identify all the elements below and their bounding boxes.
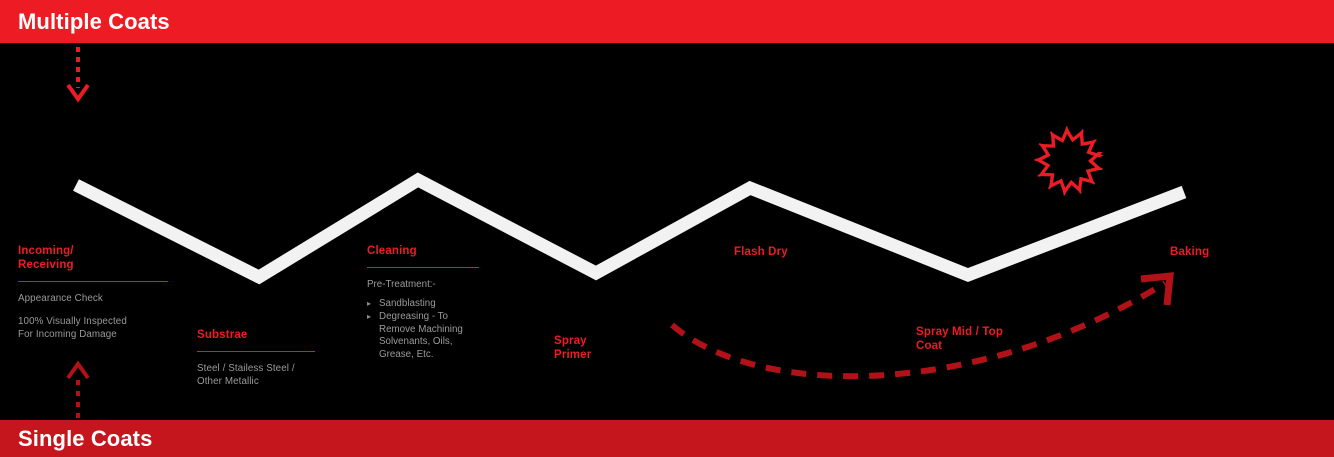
circular-arrow-loop-icon	[1033, 125, 1104, 196]
stage-substrate: Substrae Steel / Stailess Steel / Other …	[197, 328, 315, 388]
stage-incoming-receiving: Incoming/ Receiving Appearance Check 100…	[18, 244, 168, 341]
stage-flash-dry-title: Flash Dry	[734, 246, 788, 258]
stage-flash-dry: Flash Dry	[734, 245, 844, 259]
stage-baking-title: Baking	[1170, 246, 1210, 258]
stage-incoming-receiving-body-2: 100% Visually Inspected For Incoming Dam…	[18, 316, 127, 340]
list-item: Sandblasting	[367, 298, 479, 311]
stage-incoming-receiving-title: Incoming/ Receiving	[18, 245, 74, 271]
stage-spray-primer: Spray Primer	[554, 334, 664, 362]
banner-multiple-coats-label: Multiple Coats	[18, 8, 170, 34]
banner-single-coats-label: Single Coats	[18, 425, 153, 451]
stage-substrate-rule	[197, 351, 315, 352]
dotted-down-arrow-icon	[66, 47, 90, 103]
stage-incoming-receiving-rule	[18, 281, 168, 282]
zigzag-process-line	[73, 172, 1187, 285]
stage-spray-mid-top-coat: Spray Mid / Top Coat	[916, 325, 1034, 353]
list-item: Degreasing - To Remove Machining Solvena…	[367, 311, 479, 361]
stage-cleaning-bullet-list: Sandblasting Degreasing - To Remove Mach…	[367, 298, 479, 361]
banner-multiple-coats: Multiple Coats	[0, 0, 1334, 43]
stage-substrate-body: Steel / Stailess Steel / Other Metallic	[197, 363, 295, 387]
dotted-up-arrow-icon	[66, 360, 90, 418]
stage-baking: Baking	[1170, 245, 1280, 259]
stage-cleaning-subtitle: Pre-Treatment:-	[367, 279, 436, 290]
stage-cleaning: Cleaning Pre-Treatment:- Sandblasting De…	[367, 244, 479, 362]
banner-single-coats: Single Coats	[0, 420, 1334, 457]
stage-incoming-receiving-body-1: Appearance Check	[18, 293, 103, 304]
stage-spray-primer-title: Spray Primer	[554, 335, 592, 361]
stage-substrate-title: Substrae	[197, 329, 248, 341]
stage-spray-mid-top-coat-title: Spray Mid / Top Coat	[916, 326, 1004, 352]
stage-cleaning-rule	[367, 267, 479, 268]
dashed-curved-return-arrow-icon	[670, 272, 1174, 380]
stage-cleaning-title: Cleaning	[367, 245, 417, 257]
